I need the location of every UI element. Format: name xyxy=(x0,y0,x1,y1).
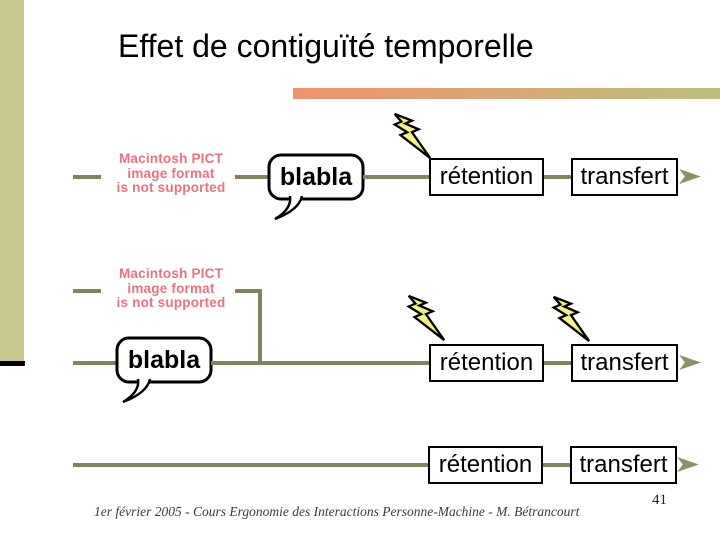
timeline-line-segment xyxy=(73,289,101,293)
lightning-bolt-icon xyxy=(402,294,448,342)
retention-box: rétention xyxy=(429,158,544,196)
timeline-line-segment xyxy=(544,175,572,179)
pict-placeholder: Macintosh PICT image format is not suppo… xyxy=(96,151,246,196)
retention-box: rétention xyxy=(429,344,544,382)
speech-bubble: blabla xyxy=(114,335,224,407)
timeline-line-segment xyxy=(73,175,101,179)
pict-line: image format xyxy=(127,165,215,181)
left-accent-bar xyxy=(0,0,24,361)
bubble-label: blabla xyxy=(279,162,353,191)
speech-bubble: blabla xyxy=(266,152,376,224)
timeline-line-segment xyxy=(73,361,117,365)
transfert-box: transfert xyxy=(570,446,677,484)
timeline-line-segment xyxy=(73,463,429,467)
timeline-line-segment xyxy=(544,361,572,365)
pict-line: is not supported xyxy=(116,180,226,195)
flow-arrow-right-icon xyxy=(679,354,702,371)
pict-placeholder: Macintosh PICT image format is not suppo… xyxy=(96,266,246,311)
title-underline-gradient xyxy=(293,88,720,99)
flow-arrow-right-icon xyxy=(679,168,702,185)
transfert-box: transfert xyxy=(571,158,678,196)
slide-title: Effet de contiguïté temporelle xyxy=(118,28,534,64)
pict-line: Macintosh PICT xyxy=(118,266,224,281)
page-number: 41 xyxy=(652,492,667,508)
pict-line: is not supported xyxy=(116,295,226,310)
timeline-connector-vertical xyxy=(258,289,262,365)
pict-line: Macintosh PICT xyxy=(118,151,224,166)
timeline-line-segment xyxy=(211,361,430,365)
timeline-line-segment xyxy=(363,175,430,179)
retention-box: rétention xyxy=(428,446,543,484)
transfert-box: transfert xyxy=(571,344,678,382)
timeline-line-segment xyxy=(235,289,262,293)
lightning-bolt-icon xyxy=(547,295,593,343)
timeline-line-segment xyxy=(543,463,571,467)
footer-credit: 1er février 2005 - Cours Ergonomie des I… xyxy=(94,504,580,519)
left-accent-bar-foot xyxy=(0,361,25,366)
timeline-line-segment xyxy=(235,175,269,179)
bubble-label: blabla xyxy=(127,345,201,374)
flow-arrow-right-icon xyxy=(677,456,700,473)
pict-line: image format xyxy=(127,280,215,296)
lightning-bolt-icon xyxy=(388,112,434,160)
